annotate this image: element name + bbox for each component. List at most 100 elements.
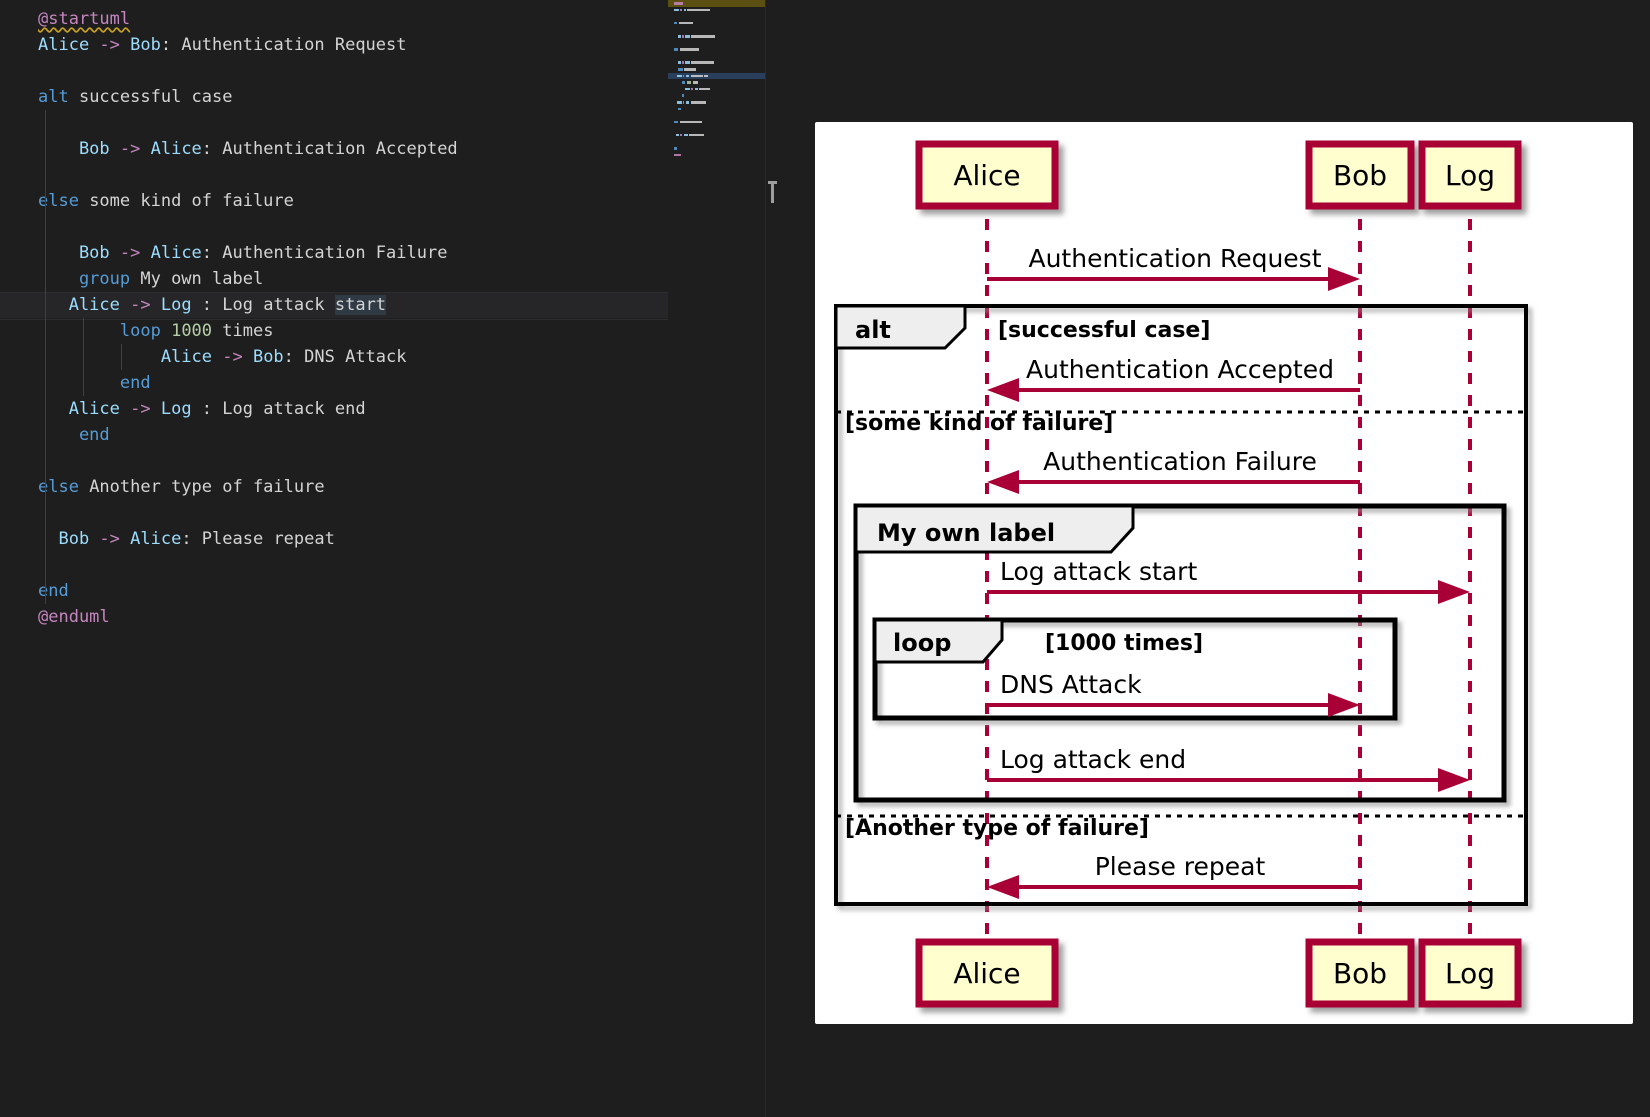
participant-bob-bottom-label: Bob xyxy=(1333,957,1387,990)
frame-alt: alt [successful case] [some kind of fail… xyxy=(834,304,1528,906)
code-token: Alice xyxy=(119,529,182,549)
editor-minimap[interactable] xyxy=(668,0,765,1117)
code-token: some kind of failure xyxy=(78,191,294,211)
code-line[interactable]: Alice -> Bob: Authentication Request xyxy=(0,32,668,58)
message-0-label: Authentication Request xyxy=(1028,244,1321,273)
code-token: end xyxy=(38,373,151,393)
frame-group: My own label xyxy=(853,503,1507,803)
code-token: : DNS Attack xyxy=(283,347,407,367)
code-token: loop xyxy=(38,321,161,341)
code-line[interactable]: end xyxy=(0,370,668,396)
scrollbar-thumb-icon[interactable] xyxy=(768,181,777,207)
participant-alice-top[interactable]: Alice xyxy=(915,140,1059,210)
code-token: @enduml xyxy=(38,607,110,627)
minimap-line xyxy=(668,112,765,119)
message-4-label: DNS Attack xyxy=(1000,670,1142,699)
frame-loop: loop [1000 times] xyxy=(872,617,1398,721)
code-line[interactable]: Alice -> Bob: DNS Attack xyxy=(0,344,668,370)
frame-else1-condition: [some kind of failure] xyxy=(845,411,1113,436)
code-token: -> xyxy=(130,295,151,315)
code-token: else xyxy=(38,191,79,211)
code-line[interactable]: @startuml xyxy=(0,6,668,32)
minimap-line xyxy=(668,59,765,66)
frame-alt-keyword: alt xyxy=(855,316,891,344)
code-line[interactable] xyxy=(0,58,668,84)
code-line[interactable] xyxy=(0,214,668,240)
minimap-line xyxy=(668,138,765,145)
code-token: -> xyxy=(119,243,141,263)
participant-alice-bottom-label: Alice xyxy=(953,957,1020,990)
code-line[interactable]: group My own label xyxy=(0,266,668,292)
code-token: : Log attack xyxy=(191,295,335,315)
participant-bob-bottom[interactable]: Bob xyxy=(1305,938,1415,1008)
sequence-diagram-svg: alt [successful case] [some kind of fail… xyxy=(834,140,1528,1008)
code-line[interactable]: end xyxy=(0,578,668,604)
minimap-line xyxy=(668,145,765,152)
code-line[interactable]: Alice -> Log : Log attack start xyxy=(0,292,668,320)
code-token: -> xyxy=(119,139,141,159)
minimap-line xyxy=(668,0,765,7)
code-token: else xyxy=(38,477,79,497)
participant-log-top-label: Log xyxy=(1445,159,1495,192)
participant-log-bottom-label: Log xyxy=(1445,957,1495,990)
minimap-selection xyxy=(668,72,765,80)
minimap-line xyxy=(668,106,765,113)
code-line[interactable]: @enduml xyxy=(0,604,668,630)
participants-top: Alice Bob Log xyxy=(915,140,1522,210)
code-line[interactable] xyxy=(0,110,668,136)
minimap-line xyxy=(668,119,765,126)
code-line[interactable]: alt successful case xyxy=(0,84,668,110)
indent-guide xyxy=(45,214,46,474)
code-token: : Authentication Failure xyxy=(201,243,448,263)
sequence-diagram-canvas[interactable]: alt [successful case] [some kind of fail… xyxy=(815,122,1633,1024)
code-line[interactable]: else some kind of failure xyxy=(0,188,668,214)
code-line[interactable]: else Another type of failure xyxy=(0,474,668,500)
code-line[interactable]: Bob -> Alice: Authentication Accepted xyxy=(0,136,668,162)
code-token: Bob xyxy=(119,35,161,55)
minimap-line xyxy=(668,152,765,159)
code-line[interactable]: Bob -> Alice: Please repeat xyxy=(0,526,668,552)
code-token: Bob xyxy=(38,139,120,159)
code-token: Log xyxy=(150,399,192,419)
code-line[interactable]: Alice -> Log : Log attack end xyxy=(0,396,668,422)
minimap-line xyxy=(668,20,765,27)
code-token xyxy=(161,321,171,341)
code-line[interactable]: Bob -> Alice: Authentication Failure xyxy=(0,240,668,266)
participant-alice-bottom[interactable]: Alice xyxy=(915,938,1059,1008)
minimap-highlight xyxy=(668,0,765,7)
message-2-label: Authentication Failure xyxy=(1043,447,1317,476)
minimap-line xyxy=(668,79,765,86)
code-line[interactable] xyxy=(0,448,668,474)
minimap-line xyxy=(668,92,765,99)
message-log-attack-end: Log attack end xyxy=(987,745,1470,792)
code-line[interactable] xyxy=(0,162,668,188)
code-token: Bob xyxy=(242,347,284,367)
code-token: Alice xyxy=(38,35,100,55)
participant-log-bottom[interactable]: Log xyxy=(1418,938,1522,1008)
code-token: times xyxy=(212,321,274,341)
code-token: : Please repeat xyxy=(181,529,335,549)
code-token: -> xyxy=(222,347,243,367)
participant-bob-top[interactable]: Bob xyxy=(1305,140,1415,210)
code-token: Alice xyxy=(140,139,202,159)
code-line[interactable]: loop 1000 times xyxy=(0,318,668,344)
participant-log-top[interactable]: Log xyxy=(1418,140,1522,210)
code-token: group xyxy=(38,269,131,289)
message-6-label: Please repeat xyxy=(1095,852,1266,881)
code-line[interactable] xyxy=(0,500,668,526)
code-token: end xyxy=(38,581,69,601)
frame-alt-condition: [successful case] xyxy=(998,318,1210,343)
diagram-preview-pane: alt [successful case] [some kind of fail… xyxy=(778,0,1650,1117)
message-authentication-failure: Authentication Failure xyxy=(987,447,1360,494)
code-token: Log xyxy=(150,295,192,315)
code-token: -> xyxy=(99,529,120,549)
code-line[interactable]: end xyxy=(0,422,668,448)
minimap-line xyxy=(668,132,765,139)
code-token: Alice xyxy=(38,295,131,315)
code-token: @startuml xyxy=(38,9,131,29)
code-token: : Log attack end xyxy=(191,399,366,419)
code-line[interactable] xyxy=(0,552,668,578)
editor-overview-ruler[interactable] xyxy=(765,0,778,1117)
